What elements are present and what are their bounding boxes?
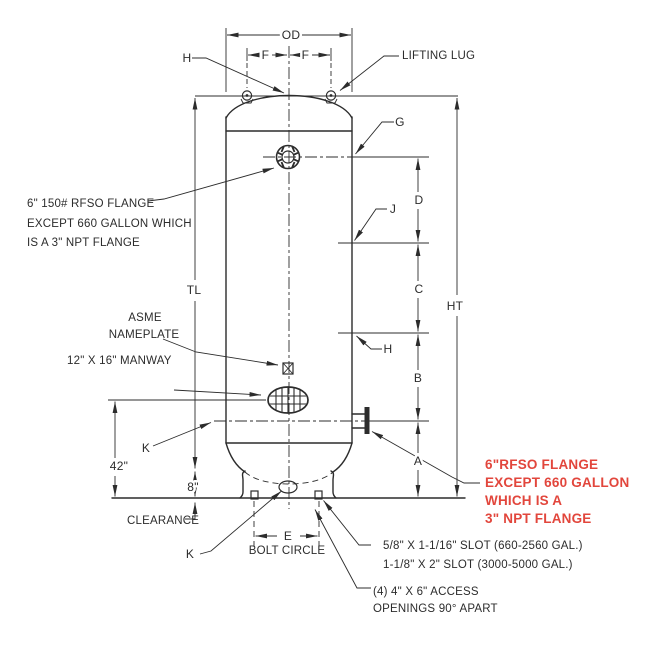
slot-note-line1: 5/8" X 1-1/16" SLOT (660-2560 GAL.) [383,540,583,552]
dim-8in-label: 8" [187,480,199,494]
dim-g-label: G [395,115,405,129]
dim-od-label: OD [282,28,301,42]
clearance-label: CLEARANCE [127,515,199,527]
top-flange-note-line1: 6" 150# RFSO FLANGE [27,198,155,210]
asme-nameplate-line2: NAMEPLATE [109,329,180,341]
asme-nameplate-line1: ASME [128,312,162,324]
manway-label: 12" X 16" MANWAY [67,355,172,367]
side-nozzle [351,407,370,434]
bottom-head-left [225,442,246,473]
drain-coupling [278,480,298,494]
asme-nameplate-label: ASME NAMEPLATE [109,312,180,341]
dim-k-bottom-label: K [186,547,194,561]
dim-d-label: D [415,193,424,207]
access-note: (4) 4" X 6" ACCESS OPENINGS 90° APART [373,586,498,615]
bottom-head-hidden [244,471,334,485]
nozzle-flange [364,407,370,434]
manway-symbol [267,386,309,414]
dim-a-label: A [414,454,422,468]
access-note-line2: OPENINGS 90° APART [373,603,498,615]
dim-f-left-label: F [262,48,270,62]
access-note-line1: (4) 4" X 6" ACCESS [373,586,479,598]
top-flange [275,144,301,170]
asme-nameplate-symbol [282,362,294,375]
skirt-right [330,470,337,499]
leader-lines [147,55,480,589]
lifting-lug-label: LIFTING LUG [402,50,475,62]
dim-f-right-label: F [302,48,310,62]
top-flange-note-line2: EXCEPT 660 GALLON WHICH [27,218,192,230]
dim-k-mid-label: K [142,441,150,455]
dim-42in-label: 42" [110,459,129,473]
dim-e-label: E [284,529,292,543]
side-flange-note-line4: 3" NPT FLANGE [485,511,592,526]
side-flange-note-red: 6"RFSO FLANGE EXCEPT 660 GALLON WHICH IS… [485,457,629,526]
dim-c-label: C [415,282,424,296]
anchor-slots [250,490,323,500]
slot-note-line2: 1-1/8" X 2" SLOT (3000-5000 GAL.) [383,559,573,571]
side-flange-note-line2: EXCEPT 660 GALLON [485,475,629,490]
lifting-lugs [240,90,338,104]
slot-note: 5/8" X 1-1/16" SLOT (660-2560 GAL.) 1-1/… [383,540,583,571]
bottom-head-right [332,442,353,473]
side-flange-note-line3: WHICH IS A [485,493,562,508]
centerlines [214,46,372,509]
skirt-left [239,470,246,499]
dim-tl-label: TL [187,283,202,297]
lifting-lug-right [324,90,338,104]
dim-ht-label: HT [447,299,464,313]
top-flange-note-line3: IS A 3" NPT FLANGE [27,237,140,249]
bolt-circle-label: BOLT CIRCLE [249,545,326,557]
dimension-lines [112,32,460,539]
top-head [225,94,353,119]
tank-outline [111,94,466,499]
top-flange-note: 6" 150# RFSO FLANGE EXCEPT 660 GALLON WH… [27,198,192,249]
dim-b-label: B [414,371,422,385]
dim-h-top-label: H [183,51,192,65]
lifting-lug-left [240,90,254,104]
side-flange-note-line1: 6"RFSO FLANGE [485,457,598,472]
dim-h-mid-label: H [384,342,393,356]
dim-j-label: J [390,202,396,216]
